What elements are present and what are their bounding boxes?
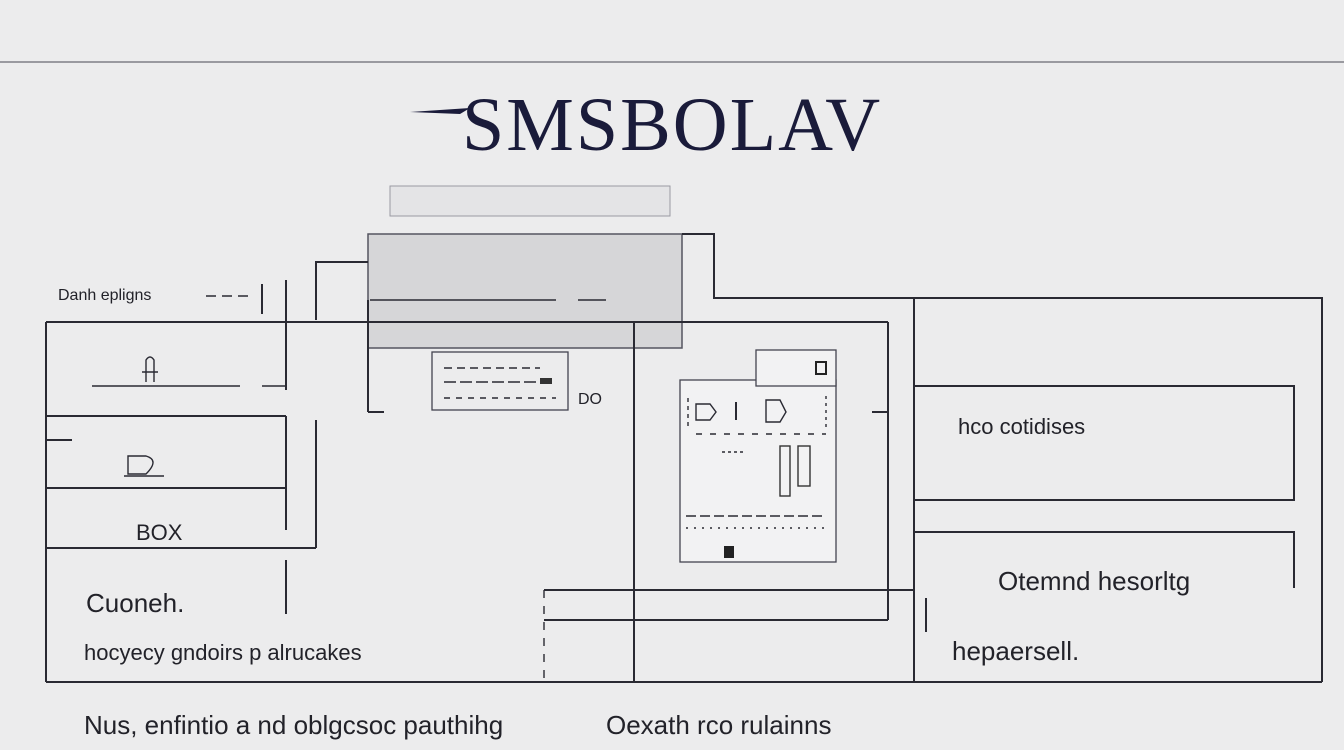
title-dash	[410, 108, 470, 114]
diagram-title: SMSBOLAV	[462, 83, 882, 167]
box-label: BOX	[136, 520, 183, 545]
right-bottom-label-2: hepaersell.	[952, 636, 1079, 666]
right-top-label: hco cotidises	[958, 414, 1085, 439]
left-row-1-glyph	[142, 356, 158, 382]
footer-right-caption: Oexath rco rulainns	[606, 710, 831, 740]
left-row-2-glyph	[124, 455, 164, 477]
top-left-label: Danh epligns	[58, 287, 151, 304]
central-shaded-box	[367, 233, 683, 349]
schematic-cell-1	[779, 445, 791, 497]
top-banner-box	[389, 185, 671, 217]
do-box-mark	[540, 378, 552, 384]
connector-central-left	[315, 261, 368, 320]
footer-left-caption: Nus, enfintio a nd oblgcsoc pauthihg	[84, 710, 503, 740]
do-label: DO	[578, 391, 602, 408]
left-main-text-1: Cuoneh.	[86, 588, 184, 618]
right-top-box	[913, 385, 1295, 501]
right-bottom-label-1: Otemnd hesorltg	[998, 566, 1190, 596]
schematic-glyph-a	[695, 403, 717, 421]
schematic-cell-2	[797, 445, 811, 487]
schematic-glyph-b	[765, 399, 787, 423]
schematic-bottom-mark	[724, 546, 734, 558]
schematic-panel	[679, 379, 837, 563]
left-main-text-2: hocyecy gndoirs p alrucakes	[84, 640, 362, 665]
schematic-panel-top	[755, 349, 837, 387]
right-bottom-box	[914, 531, 1295, 588]
connector-central-right	[682, 233, 1323, 682]
schematic-top-mark	[815, 361, 827, 375]
